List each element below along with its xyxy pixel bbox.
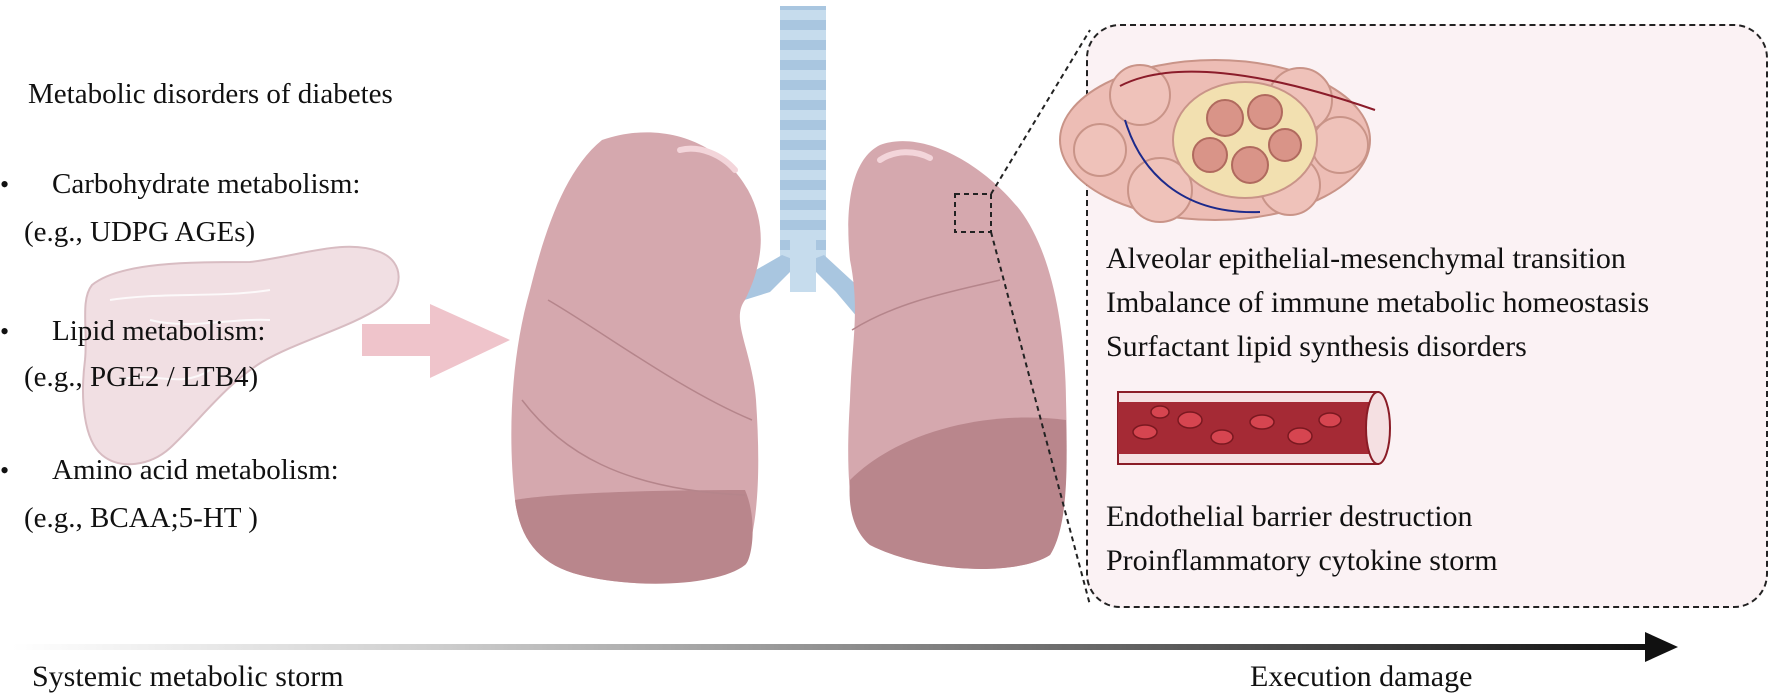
carbohydrate-example: (e.g., UDPG AGEs) (24, 216, 256, 248)
timeline-end-label: Execution damage (1250, 660, 1473, 693)
zoom-box (954, 193, 992, 233)
blood-vessel-illustration (1117, 391, 1391, 465)
timeline-arrow (12, 632, 1678, 662)
amino-acid-example: (e.g., BCAA;5-HT ) (24, 502, 258, 534)
bullet-icon: • (0, 317, 10, 346)
pancreas-illustration (82, 245, 400, 466)
trachea (738, 6, 862, 318)
timeline-start-label: Systemic metabolic storm (32, 660, 344, 693)
bullet-icon: • (0, 456, 10, 485)
carbohydrate-heading: Carbohydrate metabolism: (52, 168, 361, 200)
pink-arrow (362, 304, 510, 378)
lipid-heading: Lipid metabolism: (52, 315, 266, 347)
effect-cytokine-storm: Proinflammatory cytokine storm (1106, 544, 1498, 577)
alveoli-illustration (1059, 59, 1376, 223)
right-lung (848, 141, 1067, 569)
effect-endothelial-barrier: Endothelial barrier destruction (1106, 500, 1473, 533)
effect-surfactant-lipid: Surfactant lipid synthesis disorders (1106, 330, 1527, 363)
bullet-icon: • (0, 170, 10, 199)
left-lung (511, 132, 761, 584)
effect-immune-homeostasis: Imbalance of immune metabolic homeostasi… (1106, 286, 1650, 319)
left-panel-title: Metabolic disorders of diabetes (28, 78, 393, 110)
lipid-example: (e.g., PGE2 / LTB4) (24, 361, 259, 393)
amino-acid-heading: Amino acid metabolism: (52, 454, 339, 486)
effect-alveolar-emt: Alveolar epithelial-mesenchymal transiti… (1106, 242, 1626, 275)
